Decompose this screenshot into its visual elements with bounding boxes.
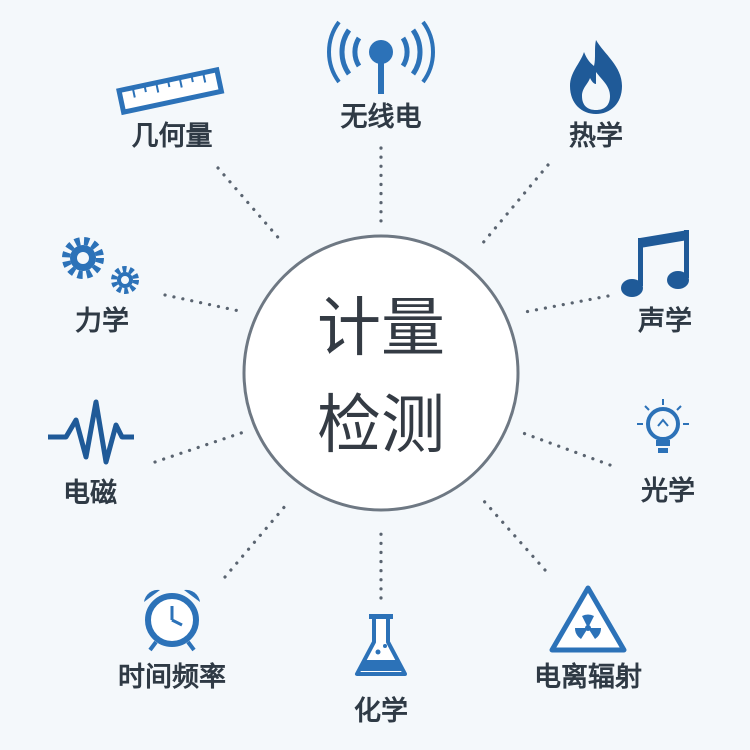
connector-acoustics [523, 294, 610, 314]
center-title-line2: 检测 [317, 389, 445, 463]
node-label-thermal: 热学 [569, 120, 623, 152]
node-label-chemistry: 化学 [354, 695, 408, 727]
connector-thermal [480, 163, 550, 246]
center-ring [242, 234, 520, 512]
light-bulb-icon [637, 399, 689, 453]
alarm-clock-icon [144, 589, 200, 652]
node-label-radio: 无线电 [341, 102, 422, 133]
ruler-icon [116, 66, 225, 116]
connector-optics [521, 431, 612, 467]
connector-radiation [481, 498, 547, 572]
connector-time [223, 503, 288, 579]
flame-icon [570, 40, 622, 114]
connectors [153, 146, 612, 600]
gears-icon [62, 237, 139, 294]
connector-mechanics [163, 293, 246, 314]
radio-antenna-icon [327, 20, 435, 94]
node-label-geometry: 几何量 [132, 121, 213, 152]
radiation-warning-icon [549, 585, 627, 653]
waveform-icon [48, 399, 134, 465]
node-label-mechanics: 力学 [75, 305, 129, 337]
node-label-electromag: 电磁 [63, 478, 117, 509]
connector-electromag [153, 430, 246, 464]
music-note-icon [621, 230, 689, 297]
node-label-radiation: 电离辐射 [534, 661, 642, 693]
node-label-time: 时间频率 [118, 661, 226, 693]
flask-icon [355, 614, 407, 676]
node-label-acoustics: 声学 [638, 305, 692, 337]
connector-geometry [216, 166, 284, 244]
center-title-line1: 计量 [317, 292, 445, 366]
node-label-optics: 光学 [640, 475, 695, 507]
